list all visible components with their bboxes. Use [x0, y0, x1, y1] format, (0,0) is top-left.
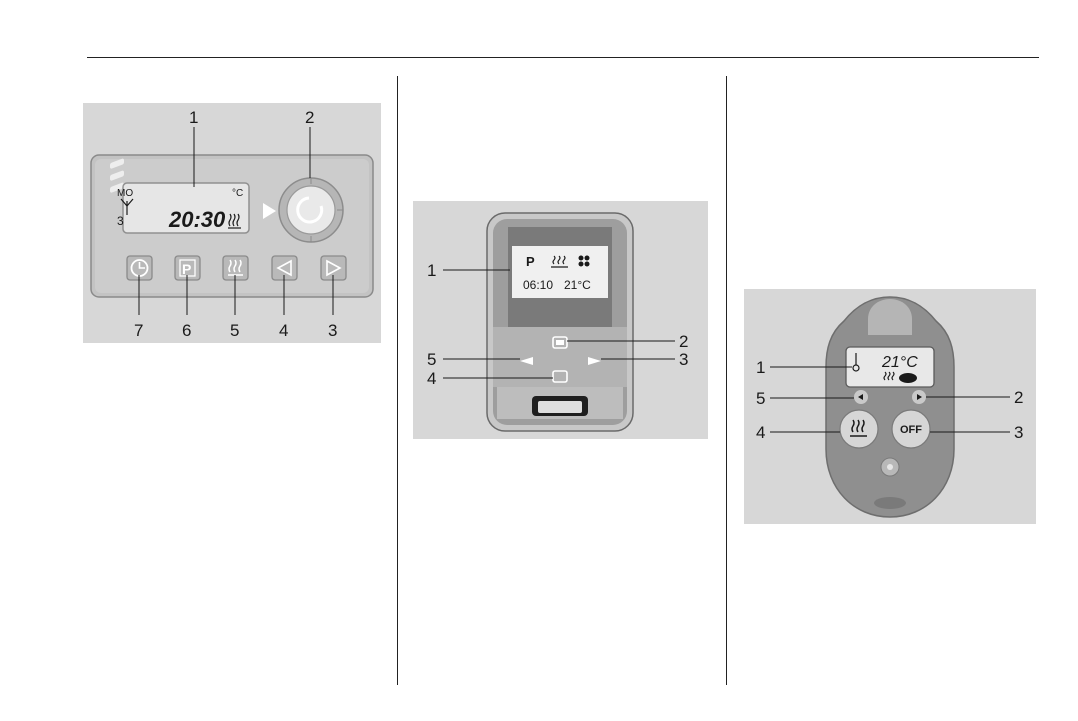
- lcd-unit: °C: [232, 188, 243, 199]
- heat-button[interactable]: [840, 410, 878, 448]
- callout-2: 2: [305, 108, 314, 127]
- callout-5: 5: [230, 321, 239, 340]
- callout-6: 6: [182, 321, 191, 340]
- lanyard-hole: [874, 497, 906, 509]
- figure-control-panel: MO °C 3 20:30: [83, 103, 381, 343]
- callout-1: 1: [427, 261, 436, 280]
- lcd-time: 20:30: [168, 207, 226, 232]
- lcd-day: MO: [117, 188, 133, 199]
- svg-text:P: P: [182, 261, 191, 277]
- screen-time: 06:10: [523, 278, 553, 292]
- callout-7: 7: [134, 321, 143, 340]
- screen-mode-icon: [899, 373, 917, 383]
- callout-2: 2: [1014, 388, 1023, 407]
- column-divider-right: [726, 76, 727, 685]
- screen-temp: 21°C: [564, 278, 591, 292]
- figure-remote-oval: 21°C OFF: [744, 289, 1036, 524]
- callout-3: 3: [1014, 423, 1023, 442]
- callout-4: 4: [427, 369, 436, 388]
- lcd-level: 3: [117, 214, 124, 228]
- rotary-knob[interactable]: [279, 178, 343, 242]
- remote-oval-illustration: 21°C OFF: [744, 289, 1036, 524]
- control-panel-illustration: MO °C 3 20:30: [83, 103, 381, 343]
- screen-temp: 21°C: [881, 354, 918, 371]
- top-rule: [87, 57, 1039, 58]
- callout-1: 1: [189, 108, 198, 127]
- callout-2: 2: [679, 332, 688, 351]
- callout-4: 4: [756, 423, 765, 442]
- off-button[interactable]: OFF: [892, 410, 930, 448]
- callout-5: 5: [427, 350, 436, 369]
- off-button-label: OFF: [900, 424, 922, 436]
- callout-3: 3: [679, 350, 688, 369]
- screen-mode: P: [526, 254, 535, 269]
- figure-remote-rectangular: P 06:10 21°C 1 2: [413, 201, 708, 439]
- remote-rectangular-illustration: P 06:10 21°C 1 2: [413, 201, 708, 439]
- callout-5: 5: [756, 389, 765, 408]
- callout-4: 4: [279, 321, 288, 340]
- column-divider-left: [397, 76, 398, 685]
- callout-3: 3: [328, 321, 337, 340]
- callout-1: 1: [756, 358, 765, 377]
